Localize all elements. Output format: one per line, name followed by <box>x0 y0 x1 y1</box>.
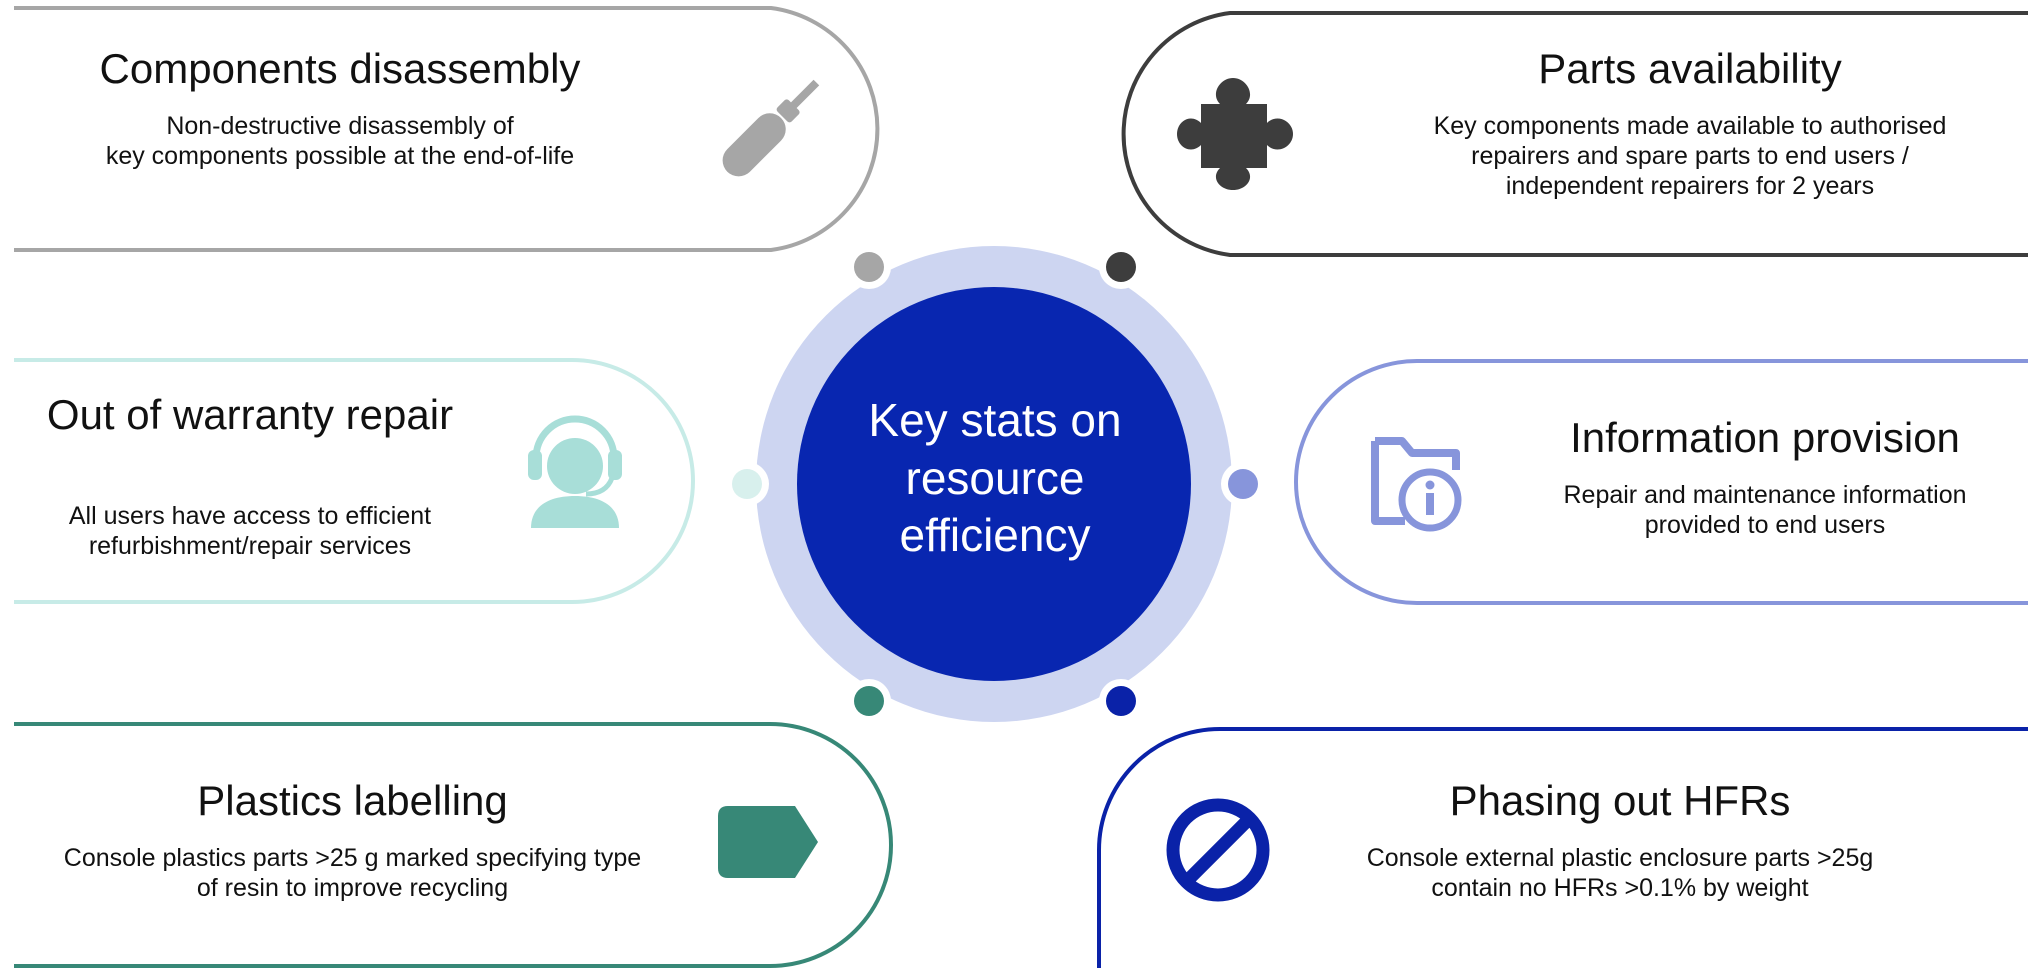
card-parts-availability: Parts availability Key components made a… <box>1360 45 2020 201</box>
connector-dot-plastics-labelling <box>847 679 891 723</box>
card-description: Repair and maintenance information provi… <box>1563 481 1967 540</box>
center-inner-circle <box>797 287 1191 681</box>
card-description: All users have access to efficient refur… <box>68 502 432 561</box>
card-outline-out-of-warranty-repair <box>14 358 695 604</box>
card-description: Non-destructive disassembly of key compo… <box>105 112 575 171</box>
headset-support-icon <box>528 415 622 528</box>
screwdriver-icon <box>722 79 820 177</box>
prohibition-icon <box>1166 798 1270 902</box>
card-out-of-warranty-repair: Out of warranty repair All users have ac… <box>20 391 480 561</box>
connector-dot-parts-availability <box>1099 245 1143 289</box>
card-description: Key components made available to authori… <box>1433 112 1947 201</box>
connector-dot-information-provision <box>1221 462 1265 506</box>
card-outline-parts-availability <box>1121 11 2028 257</box>
card-outline-phasing-out-hfrs <box>1097 727 2028 968</box>
connector-dot-out-of-warranty-repair <box>725 462 769 506</box>
card-information-provision: Information provision Repair and mainten… <box>1490 414 2028 540</box>
center-title: Key stats on resource efficiency <box>868 394 1122 561</box>
card-components-disassembly: Components disassembly Non-destructive d… <box>40 45 640 171</box>
card-phasing-out-hfrs: Phasing out HFRs Console external plasti… <box>1300 777 1940 903</box>
connector-dot-phasing-out-hfrs <box>1099 679 1143 723</box>
folder-info-icon <box>1371 437 1462 532</box>
card-title: Out of warranty repair <box>46 391 454 438</box>
card-description: Console plastics parts >25 g marked spec… <box>63 844 642 903</box>
card-title: Phasing out HFRs <box>1449 777 1791 824</box>
card-outline-components-disassembly <box>14 6 880 252</box>
card-title: Information provision <box>1570 414 1960 461</box>
card-description: Console external plastic enclosure parts… <box>1366 844 1874 903</box>
card-outline-plastics-labelling <box>14 722 893 968</box>
card-outline-information-provision <box>1294 359 2028 605</box>
connector-dot-components-disassembly <box>847 245 891 289</box>
card-title: Plastics labelling <box>197 777 508 824</box>
label-tag-icon <box>718 806 818 878</box>
card-title: Parts availability <box>1538 45 1842 92</box>
puzzle-piece-icon <box>1177 78 1293 190</box>
card-title: Components disassembly <box>99 45 581 92</box>
card-plastics-labelling: Plastics labelling Console plastics part… <box>20 777 685 903</box>
